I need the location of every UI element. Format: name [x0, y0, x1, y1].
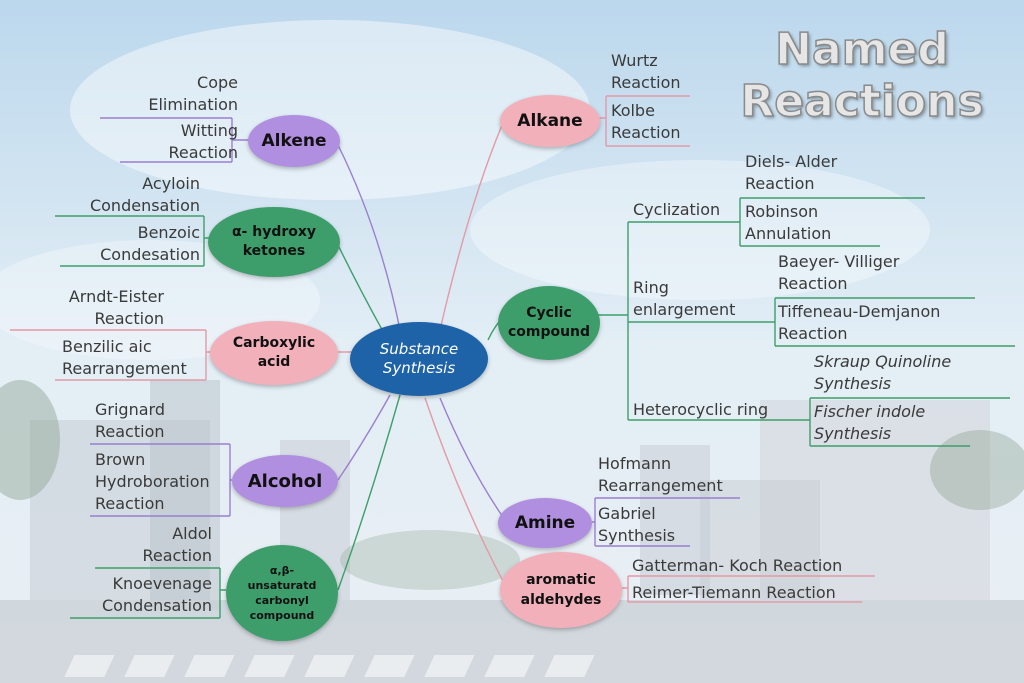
connector-alkane [439, 117, 506, 331]
connector-amine [439, 397, 506, 521]
node-alkane: Alkane [500, 95, 600, 147]
reaction-tiffeneau: Tiffeneau-Demjanon Reaction [778, 302, 941, 343]
node-hydroxy-ketones: α- hydroxy ketones [208, 207, 340, 277]
node-alcohol: Alcohol [232, 455, 338, 507]
reaction-cope: Cope Elimination [148, 73, 238, 114]
reaction-aldol: Aldol Reaction [142, 524, 213, 565]
reaction-reimer-tiemann: Reimer-Tiemann Reaction [632, 583, 836, 602]
reaction-gatterman-koch: Gatterman- Koch Reaction [632, 556, 843, 575]
connector-alkene [337, 144, 401, 331]
reaction-skraup: Skraup Quinoline Synthesis [814, 352, 952, 393]
reaction-grignard: Grignard Reaction [95, 400, 165, 441]
node-unsaturated-carbonyl: α,β- unsaturatd carbonyl compound [226, 545, 338, 641]
reaction-hofmann: Hofmann Rearrangement [598, 454, 723, 495]
reaction-brown: Brown Hydroboration Reaction [95, 450, 210, 513]
node-cyclic-compound: Cyclic compound [498, 286, 600, 360]
reaction-kolbe: Kolbe Reaction [611, 101, 681, 142]
subgroup-cyclization: Cyclization [633, 200, 721, 219]
connector-aromatic [424, 397, 506, 586]
connector-hydroxy [337, 244, 386, 336]
connector-alcohol [337, 394, 391, 481]
reaction-benzoic: Benzoic Condesation [100, 223, 200, 264]
node-carboxylic-acid: Carboxylic acid [210, 321, 338, 385]
connector-unsat [337, 394, 401, 591]
node-aromatic-aldehydes: aromatic aldehydes [500, 552, 622, 628]
reaction-knoevenage: Knoevenage Condensation [101, 574, 212, 615]
reaction-baeyer-villiger: Baeyer- Villiger Reaction [778, 252, 900, 293]
reaction-fischer: Fischer indole Synthesis [814, 402, 926, 443]
subgroup-ring-enlargement: Ring enlargement [633, 278, 736, 319]
reaction-wurtz: Wurtz Reaction [611, 51, 681, 92]
node-amine: Amine [498, 498, 592, 548]
diagram-title: Named Reactions [712, 23, 1012, 128]
reaction-benzilic: Benzilic aic Rearrangement [62, 337, 187, 378]
reaction-robinson: Robinson Annulation [745, 202, 832, 243]
reaction-acyloin: Acyloin Condensation [89, 174, 200, 215]
reaction-diels-alder: Diels- Alder Reaction [745, 152, 838, 193]
title-line-2: Reactions [740, 75, 985, 128]
node-alkene: Alkene [248, 115, 340, 167]
subgroup-heterocyclic-ring: Heterocyclic ring [633, 400, 769, 419]
title-line-1: Named [774, 23, 949, 76]
center-node: Substance Synthesis [350, 322, 488, 396]
reaction-gabriel: Gabriel Synthesis [598, 504, 676, 545]
reaction-witting: Witting Reaction [168, 121, 239, 162]
reaction-arndt: Arndt-Eister Reaction [68, 287, 164, 328]
